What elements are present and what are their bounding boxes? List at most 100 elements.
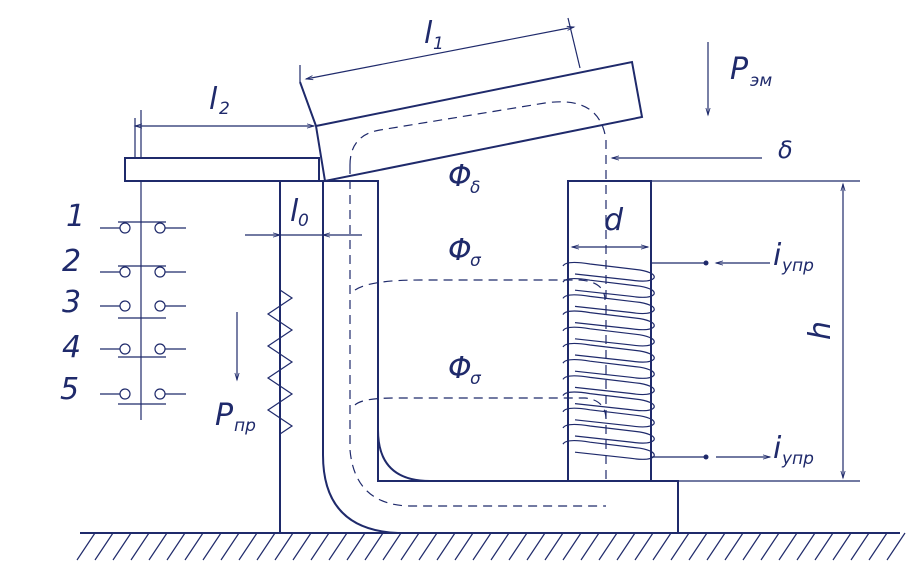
l0-subscript: 0 (298, 211, 309, 231)
ground (76, 532, 906, 561)
contact-2 (100, 265, 186, 278)
phi-delta-label: Φ (448, 159, 472, 194)
return-spring (266, 240, 294, 533)
contact-number-2: 2 (62, 244, 81, 279)
l1-subscript: 1 (433, 34, 444, 54)
ground-hatch-line (310, 532, 330, 561)
l1-label: l (424, 16, 433, 51)
ground-hatch-line (868, 532, 888, 561)
coil-turn (562, 310, 655, 331)
spring-force: P пр (215, 312, 256, 436)
ground-hatch-line (454, 532, 474, 561)
ground-hatch-line (598, 532, 618, 561)
ground-hatch-line (238, 532, 258, 561)
ground-hatch-line (202, 532, 222, 561)
ground-hatch-line (400, 532, 420, 561)
ground-hatch-line (436, 532, 456, 561)
ground-hatch-line (364, 532, 384, 561)
contact-4 (100, 343, 186, 358)
ground-hatch-line (688, 532, 708, 561)
coil-turn (562, 261, 655, 282)
p-pr-subscript: пр (234, 416, 256, 436)
ground-hatch-line (490, 532, 510, 561)
current-labels: i упр i упр (773, 238, 814, 469)
ground-hatch-line (94, 532, 114, 561)
contact-number-1: 1 (66, 199, 85, 234)
i-control-bottom-label: i (773, 431, 782, 466)
ground-hatch-line (760, 532, 780, 561)
ground-hatch-line (796, 532, 816, 561)
ground-hatch-line (418, 532, 438, 561)
air-gap-pointer: δ (610, 136, 793, 164)
pole-core (567, 180, 652, 482)
contact-number-5: 5 (60, 372, 79, 407)
contact-3 (100, 300, 186, 319)
flux-labels: Φ δ Φ σ Φ σ (448, 159, 482, 389)
ground-hatch-line (256, 532, 276, 561)
phi-sigma-upper-label: Φ (448, 233, 472, 268)
ground-hatch-line (778, 532, 798, 561)
ground-hatch-line (328, 532, 348, 561)
phi-sigma-lower-subscript: σ (470, 369, 482, 389)
ground-hatch-line (508, 532, 528, 561)
d-label: d (604, 203, 624, 238)
contact-5 (100, 388, 186, 405)
coil-turn (562, 440, 655, 460)
coil-turn (562, 423, 655, 444)
contact-group (100, 221, 186, 405)
dimension-l2: l 2 (133, 82, 316, 158)
phi-sigma-lower-label: Φ (448, 351, 472, 386)
ground-hatch-line (652, 532, 672, 561)
ground-hatch-line (562, 532, 582, 561)
p-em-label: P (730, 52, 749, 87)
coil-turn (562, 278, 655, 298)
coil-turn (562, 326, 655, 347)
ground-hatch-line (148, 532, 168, 561)
ground-hatch-line (184, 532, 204, 561)
p-em-subscript: эм (750, 71, 772, 91)
coil-turn (562, 342, 655, 363)
ground-hatch-line (832, 532, 852, 561)
coil (562, 261, 655, 460)
ground-hatch-line (850, 532, 870, 561)
phi-delta-subscript: δ (470, 178, 480, 198)
coil-turn (562, 294, 655, 315)
l2-label: l (209, 82, 218, 117)
dimension-h: h (651, 180, 860, 482)
ground-hatch-line (670, 532, 690, 561)
coil-leads (651, 260, 772, 460)
ground-hatch-line (76, 532, 96, 561)
electromagnetic-force: P эм (705, 42, 772, 117)
p-pr-label: P (215, 398, 234, 433)
ground-hatch-line (724, 532, 744, 561)
ground-hatch-line (346, 532, 366, 561)
ground-hatch-line (382, 532, 402, 561)
contact-1 (100, 221, 186, 234)
dimension-l0: l 0 (245, 194, 362, 238)
contact-labels: 1 2 3 4 5 (60, 199, 85, 407)
ground-hatch-line (634, 532, 654, 561)
ground-hatch-line (544, 532, 564, 561)
coil-turn (562, 407, 655, 428)
ground-hatch-line (472, 532, 492, 561)
ground-hatch-line (274, 532, 294, 561)
dimension-d: d (570, 203, 650, 250)
ground-hatch-line (580, 532, 600, 561)
h-label: h (803, 321, 838, 340)
ground-hatch-line (292, 532, 312, 561)
phi-sigma-upper-subscript: σ (470, 251, 482, 271)
dimension-l1: l 1 (299, 16, 581, 82)
i-control-top-subscript: упр (781, 256, 814, 276)
i-control-top-label: i (773, 238, 782, 273)
l2-subscript: 2 (219, 99, 230, 119)
ground-hatch-line (130, 532, 150, 561)
ground-hatch-line (166, 532, 186, 561)
ground-hatch-line (814, 532, 834, 561)
delta-label: δ (778, 136, 793, 164)
contact-number-4: 4 (62, 330, 81, 365)
flux-lines (349, 101, 607, 507)
coil-turn (562, 375, 655, 396)
ground-hatch-line (526, 532, 546, 561)
l0-label: l (290, 194, 299, 229)
